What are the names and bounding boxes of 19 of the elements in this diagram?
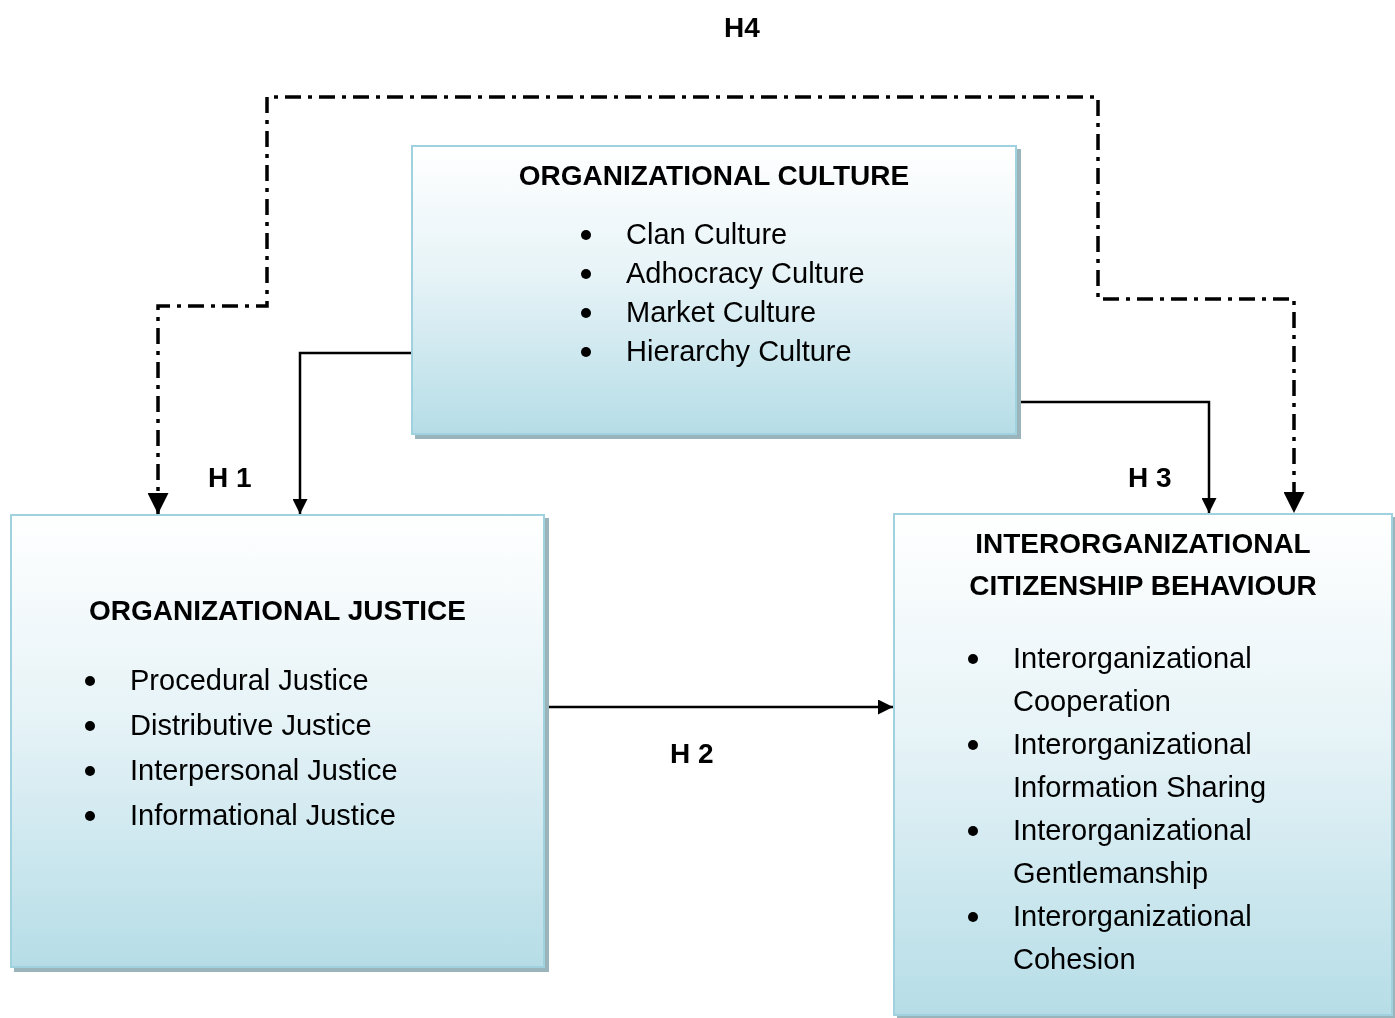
arrow [292, 351, 411, 514]
box-heading: ORGANIZATIONAL JUSTICE [88, 594, 467, 628]
list-item: Market Culture [626, 296, 817, 328]
arrow [1018, 400, 1217, 513]
list-item: Informational Justice [130, 799, 396, 831]
list-item: Procedural Justice [130, 664, 369, 696]
dash-dot-arrow [147, 95, 1305, 514]
list-item: Distributive Justice [130, 709, 372, 741]
list-item: Adhocracy Culture [626, 257, 865, 289]
list-item: Interorganizational Cohesion [1013, 900, 1252, 975]
box-heading: ORGANIZATIONAL CULTURE [517, 159, 911, 193]
box-heading: INTERORGANIZATIONAL CITIZENSHIP BEHAVIOUR [968, 527, 1318, 603]
list-item: Interorganizational Cooperation [1013, 642, 1252, 717]
list-item: Interorganizational Information Sharing [1013, 728, 1267, 803]
list-item: Hierarchy Culture [626, 335, 852, 367]
list-item: Interpersonal Justice [130, 754, 398, 786]
list-item: Interorganizational Gentlemanship [1013, 814, 1252, 889]
list-item: Clan Culture [626, 218, 788, 250]
concept-box [893, 513, 1393, 1016]
